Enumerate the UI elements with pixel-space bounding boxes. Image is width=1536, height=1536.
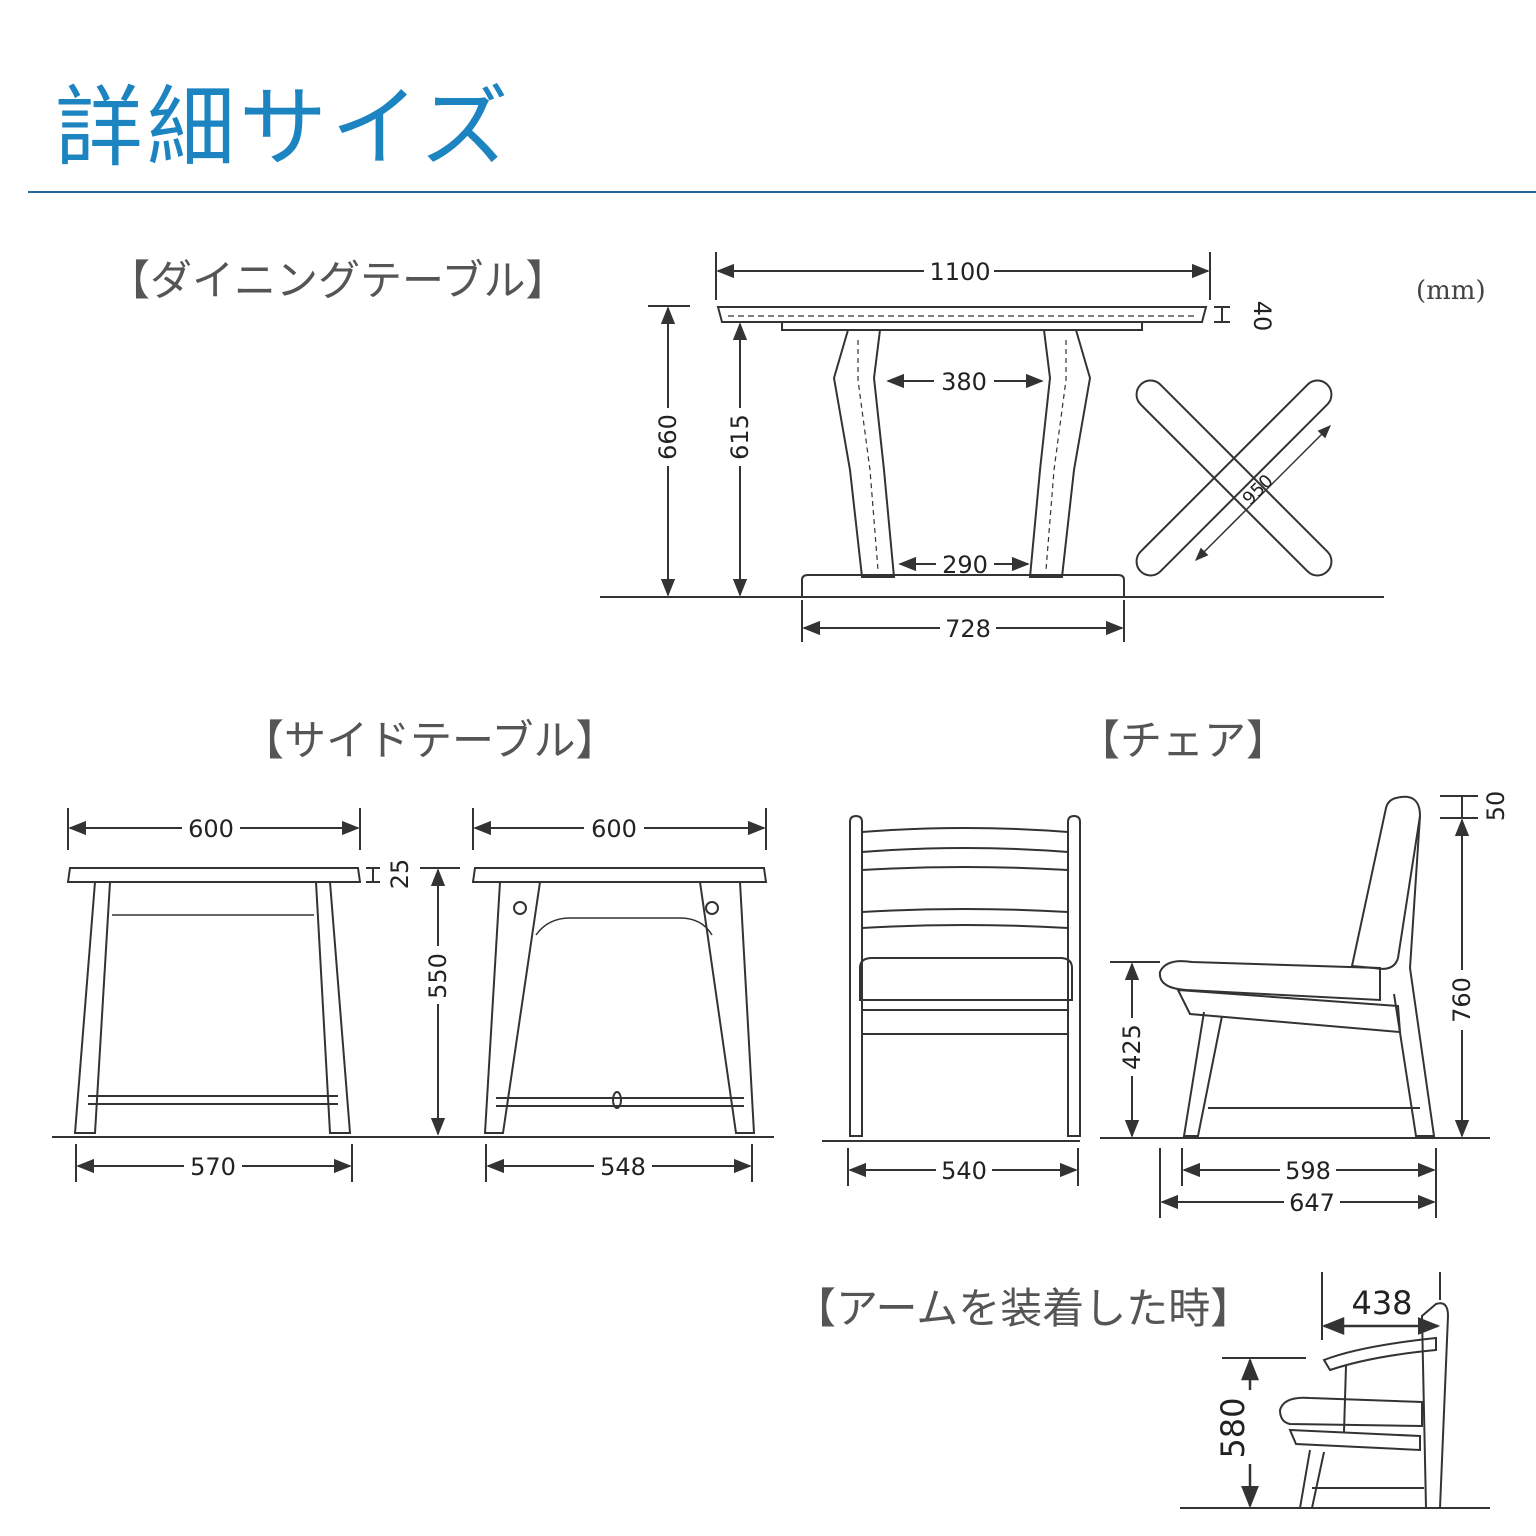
dim-ch-height: 760 xyxy=(1448,977,1476,1023)
section-side-table: 【サイドテーブル】 xyxy=(242,716,618,765)
dim-st-top: 25 xyxy=(386,859,414,890)
section-chair: 【チェア】 xyxy=(1078,716,1289,765)
dimension-lines xyxy=(67,252,1478,1509)
title-underline xyxy=(28,191,1536,193)
side-table-drawing xyxy=(52,867,774,1138)
chair-side-drawing xyxy=(1100,795,1490,1139)
dim-dt-lower: 290 xyxy=(942,551,988,579)
dim-ch-back: 50 xyxy=(1482,791,1510,822)
arm-chair-drawing xyxy=(1180,1302,1490,1509)
dim-dt-diag: 950 xyxy=(1239,471,1278,510)
dim-st-foot-b: 548 xyxy=(600,1153,646,1181)
dim-dt-upper: 380 xyxy=(941,368,987,396)
section-with-arm: 【アームを装着した時】 xyxy=(794,1284,1253,1333)
unit-label: (mm) xyxy=(1416,276,1486,306)
dim-dt-top: 40 xyxy=(1248,301,1276,332)
dim-st-width-a: 600 xyxy=(188,815,234,843)
dim-dt-width: 1100 xyxy=(929,258,990,286)
dim-ch-depth-total: 647 xyxy=(1289,1189,1335,1217)
section-dining-table: 【ダイニングテーブル】 xyxy=(108,256,568,305)
dim-ch-depth: 598 xyxy=(1285,1157,1331,1185)
dim-dt-base: 728 xyxy=(945,615,991,643)
dining-table-drawing xyxy=(600,306,1384,598)
page-title: 詳細サイズ xyxy=(55,76,513,179)
dim-st-height: 550 xyxy=(424,953,452,999)
dim-st-foot-a: 570 xyxy=(190,1153,236,1181)
dim-arm-height: 580 xyxy=(1214,1397,1252,1458)
dim-st-width-b: 600 xyxy=(591,815,637,843)
dim-dt-inner: 615 xyxy=(726,414,754,460)
dim-ch-front: 540 xyxy=(941,1157,987,1185)
chair-front-drawing xyxy=(822,814,1081,1142)
dim-dt-height: 660 xyxy=(654,414,682,460)
dim-arm-width: 438 xyxy=(1351,1284,1412,1322)
dim-ch-seat: 425 xyxy=(1118,1024,1146,1070)
